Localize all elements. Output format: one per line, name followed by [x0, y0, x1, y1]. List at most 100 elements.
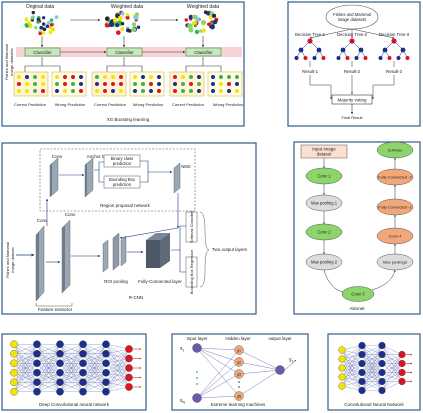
xgb-prediction-point: [133, 89, 137, 93]
xgb-data-point: [112, 18, 118, 23]
xgb-prediction-point: [119, 75, 123, 79]
rcnn-bbox-regressor-box: [185, 256, 198, 288]
xgb-data-point: [38, 31, 42, 36]
net-node: [10, 387, 18, 396]
rf-leaf-node: [405, 56, 410, 60]
xgb-prediction-point: [235, 82, 239, 86]
xgb-prediction-point: [219, 75, 223, 79]
net-node: [33, 387, 41, 396]
xgb-prediction-point: [103, 82, 107, 86]
xgb-prediction-point: [141, 82, 145, 86]
xgb-data-point: [120, 26, 125, 31]
xgb-data-point: [120, 11, 125, 16]
net-node: [338, 382, 346, 390]
rcnn-conv-1: Conv: [37, 218, 48, 223]
net-node: [358, 377, 366, 386]
net-node: [125, 383, 133, 391]
net-node: [358, 350, 366, 359]
xgb-side-label-2: image datasets: [9, 48, 14, 75]
xgb-weighted-data-1: Weighted data: [111, 4, 143, 10]
net-node: [79, 387, 87, 396]
elm-hidden-label: gN: [237, 394, 242, 398]
rf-leaf-node: [336, 56, 341, 60]
xgb-data-point: [136, 25, 141, 29]
alexnet-right-node: [376, 141, 414, 159]
elm-hidden-node: [234, 357, 244, 367]
xgb-data-point: [42, 27, 47, 32]
alexnet-input-2: dataset: [317, 152, 333, 157]
rf-leaf-node: [387, 56, 392, 60]
xgb-prediction-point: [189, 82, 193, 86]
xgb-prediction-point: [79, 75, 83, 79]
xgb-correct-1: Correct Prediction: [14, 102, 46, 107]
xgboost-panel: Fishes and Mammal image datasets Origina…: [1, 1, 245, 127]
xgb-data-point: [201, 28, 206, 33]
rf-leaf-node: [345, 56, 350, 60]
xgb-data-point: [125, 13, 130, 17]
net-node: [398, 350, 406, 359]
xgb-prediction-point: [227, 82, 231, 86]
rf-leaf-node: [396, 56, 401, 60]
xgb-wrong-1: Wrong Prediction: [55, 102, 86, 107]
rf-tree-label: Decision Tree-2: [337, 32, 368, 37]
xgb-prediction-point: [25, 82, 29, 86]
cnn-panel: Convolutional Neural Network: [327, 333, 421, 411]
xgb-data-point: [42, 22, 46, 26]
xgb-prediction-point: [181, 89, 185, 93]
rcnn-rpn-conv: Conv: [52, 154, 63, 159]
xgb-prediction-point: [197, 75, 201, 79]
xgb-data-point: [39, 25, 44, 30]
xgb-prediction-point: [41, 82, 45, 86]
dcnn-caption: Deep Convolutional neural network: [39, 402, 110, 407]
rcnn-anchor-box: Anchor box: [87, 154, 111, 159]
xgb-data-point: [193, 24, 198, 28]
xgb-data-point: [51, 27, 55, 32]
xgb-data-point: [212, 13, 217, 18]
xgb-prediction-point: [119, 82, 123, 86]
net-node: [10, 340, 18, 348]
net-node: [79, 349, 87, 358]
elm-x1: x1: [180, 346, 185, 353]
rf-tree-label: Decision Tree-1: [295, 32, 326, 37]
xgb-prediction-point: [33, 75, 37, 79]
xgb-data-point: [133, 14, 139, 21]
xgb-prediction-point: [17, 82, 21, 86]
xgb-prediction-point: [33, 89, 37, 93]
xgb-prediction-point: [157, 75, 161, 79]
xgb-original-data: Original data: [26, 4, 55, 10]
xgb-prediction-point: [63, 75, 67, 79]
rf-leaf-node: [354, 56, 359, 60]
net-node: [33, 378, 41, 386]
elm-hidden-layer: Hidden layer: [225, 336, 251, 341]
rcnn-softmax-classifier: Softmax Classifier: [189, 210, 194, 243]
xgb-data-point: [108, 21, 115, 28]
rf-leaf-node: [363, 56, 368, 60]
xgb-data-point: [208, 15, 213, 20]
elm-ellipsis-dot: [238, 381, 240, 383]
rf-leaf-node: [303, 56, 308, 60]
xgb-prediction-point: [157, 82, 161, 86]
xgb-wrong-2: Wrong Prediction: [133, 102, 164, 107]
xgb-prediction-boxes: [13, 71, 243, 97]
dcnn-panel: Deep Convolutional neural network: [1, 333, 147, 411]
net-node: [79, 359, 87, 367]
xgb-prediction-point: [173, 75, 177, 79]
rf-leaf-node: [378, 56, 383, 60]
xgb-prediction-point: [17, 75, 21, 79]
rcnn-bbox-regressor: Bounding Box Regressor: [189, 249, 194, 294]
rf-result-label: Result-1: [302, 69, 319, 74]
cnn-caption: Convolutional Neural Network: [344, 402, 404, 407]
xgb-classifier-label-2: Classifier: [115, 50, 134, 55]
rcnn-bbox-1: Bounding Box: [109, 177, 136, 182]
xgb-data-point: [36, 17, 41, 22]
elm-hidden-label: g1: [237, 348, 241, 352]
rf-result-label: Result-3: [386, 69, 403, 74]
xgb-prediction-point: [173, 82, 177, 86]
xgb-prediction-point: [55, 82, 59, 86]
dcnn-network: [10, 340, 142, 396]
net-node: [338, 364, 346, 372]
xgb-data-clusters: [24, 10, 219, 36]
xgb-correct-3: Correct Prediction: [172, 102, 204, 107]
xgb-data-point: [36, 20, 40, 24]
xgb-data-point: [49, 23, 54, 27]
